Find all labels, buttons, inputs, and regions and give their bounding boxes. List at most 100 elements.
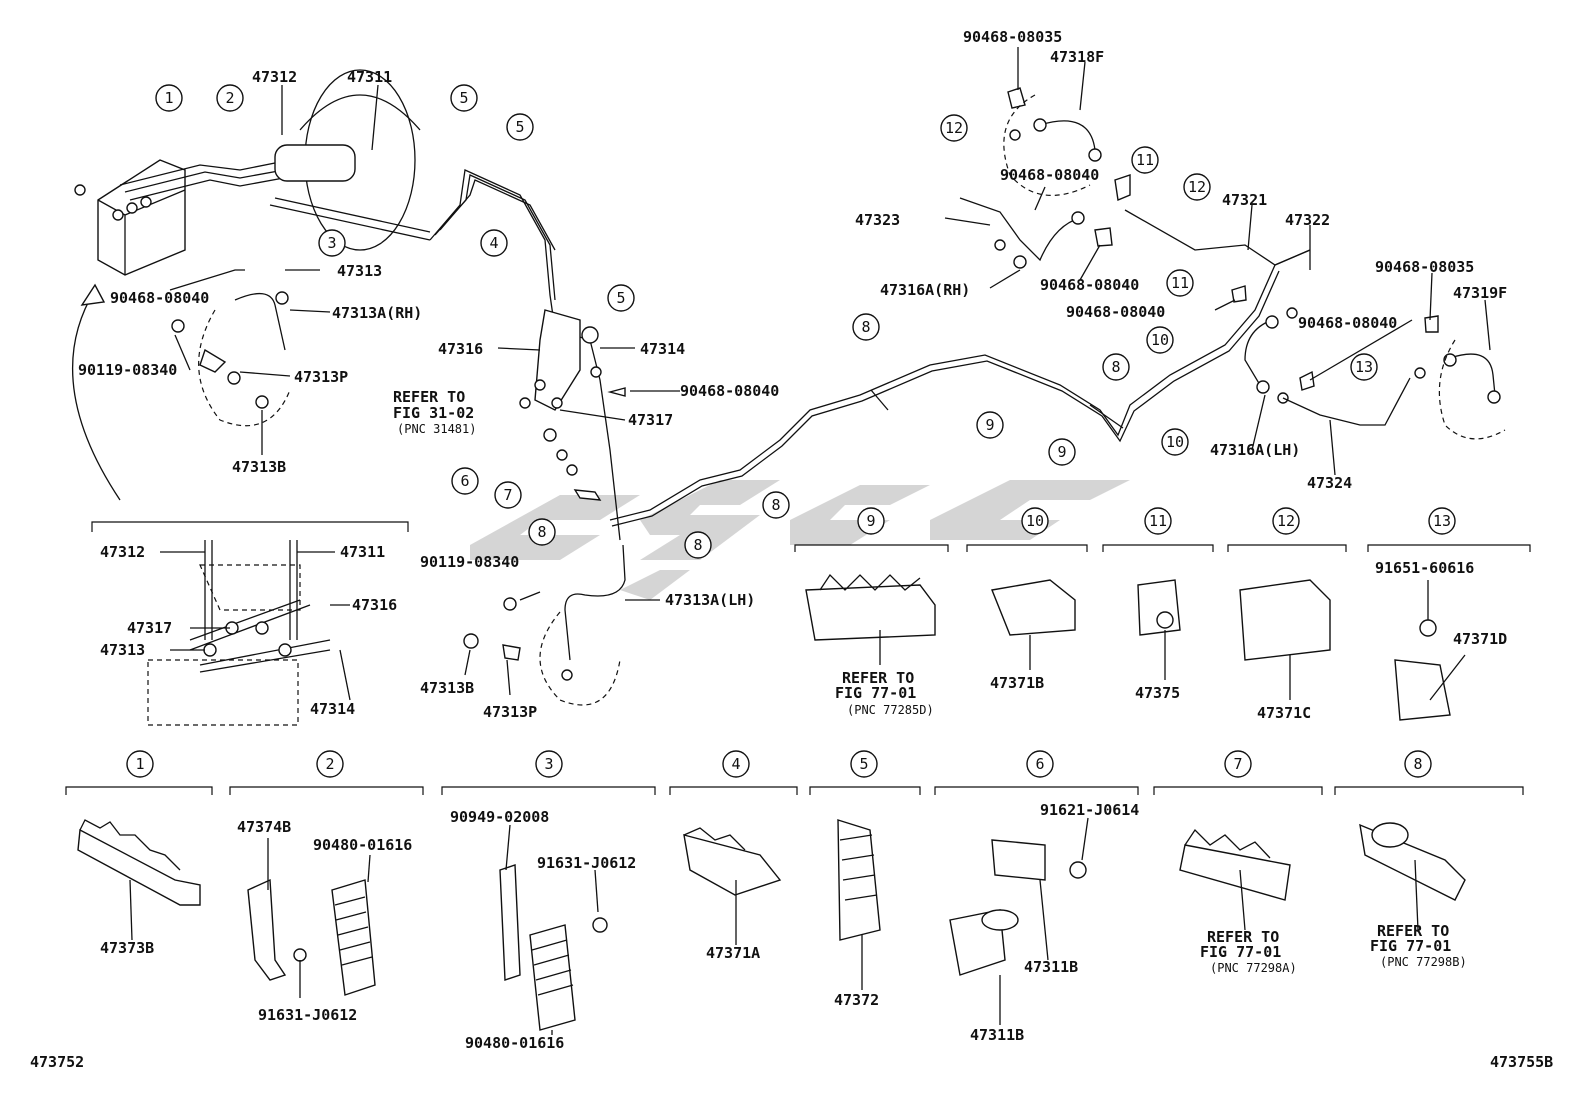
svg-text:8: 8: [693, 536, 702, 554]
part-label: 47313P: [483, 703, 537, 721]
svg-text:10: 10: [1026, 512, 1044, 530]
part-label: 47311B: [970, 1026, 1024, 1044]
svg-text:11: 11: [1149, 512, 1167, 530]
part-label: 90468-08040: [680, 382, 779, 400]
legend-header: 5: [850, 750, 878, 778]
svg-text:4: 4: [489, 234, 498, 252]
legend-header: 1: [126, 750, 154, 778]
callout-marker: 11: [1166, 269, 1194, 297]
callout-marker: 8: [852, 313, 880, 341]
callout-marker: 3: [318, 229, 346, 257]
svg-text:FIG 77-01: FIG 77-01: [835, 684, 916, 702]
part-label: 47313A(LH): [665, 591, 755, 609]
svg-text:9: 9: [866, 512, 875, 530]
svg-text:REFER TO: REFER TO: [842, 669, 914, 687]
legend-header: 9: [857, 507, 885, 535]
part-label: 47311: [340, 543, 385, 561]
callout-marker: 5: [450, 84, 478, 112]
part-label: 47373B: [100, 939, 154, 957]
svg-text:8: 8: [1111, 358, 1120, 376]
part-label: 90468-08040: [110, 289, 209, 307]
bracket-47316: [519, 309, 626, 411]
note-fig-31-02: REFER TO FIG 31-02 (PNC 31481): [393, 388, 476, 436]
svg-text:12: 12: [945, 119, 963, 137]
legend-header: 8: [1404, 750, 1432, 778]
svg-text:5: 5: [515, 118, 524, 136]
footer-right-id: 473755B: [1490, 1053, 1553, 1071]
part-label: 47313B: [232, 458, 286, 476]
svg-text:(PNC 77298B): (PNC 77298B): [1380, 955, 1467, 969]
part-label: 47372: [834, 991, 879, 1009]
legend-header: 3: [535, 750, 563, 778]
part-label: 47318F: [1050, 48, 1104, 66]
callout-marker: 10: [1146, 326, 1174, 354]
svg-text:12: 12: [1277, 512, 1295, 530]
callout-marker: 1: [155, 84, 183, 112]
callout-marker: 8: [528, 518, 556, 546]
callout-marker: 10: [1161, 428, 1189, 456]
rear-hoses: [959, 87, 1506, 440]
part-label: 90468-08040: [1298, 314, 1397, 332]
part-label: 47316: [352, 596, 397, 614]
brake-booster: [269, 69, 431, 251]
part-label: 47323: [855, 211, 900, 229]
legend-header: 4: [722, 750, 750, 778]
part-label: 47374B: [237, 818, 291, 836]
part-label: 47371C: [1257, 704, 1311, 722]
legend-header: 7: [1224, 750, 1252, 778]
callout-marker: 2: [216, 84, 244, 112]
part-label: 90468-08040: [1066, 303, 1165, 321]
part-label: 91621-J0614: [1040, 801, 1139, 819]
svg-text:11: 11: [1171, 274, 1189, 292]
svg-text:REFER TO: REFER TO: [393, 388, 465, 406]
svg-text:6: 6: [1035, 755, 1044, 773]
svg-text:2: 2: [225, 89, 234, 107]
callout-marker: 13: [1350, 353, 1378, 381]
svg-text:(PNC 77285D): (PNC 77285D): [847, 703, 934, 717]
part-labels: 90468-08035 47318F 47312 47311 47323 904…: [78, 28, 1507, 1052]
part-label: 47319F: [1453, 284, 1507, 302]
callout-marker: 9: [1048, 438, 1076, 466]
svg-text:8: 8: [1413, 755, 1422, 773]
callout-marker: 8: [1102, 353, 1130, 381]
part-label: 90119-08340: [420, 553, 519, 571]
callout-marker: 9: [976, 411, 1004, 439]
part-label: 90949-02008: [450, 808, 549, 826]
pipes-lower: [543, 249, 1311, 527]
svg-text:10: 10: [1166, 433, 1184, 451]
flex-hose-lh: [463, 544, 626, 706]
svg-text:11: 11: [1136, 151, 1154, 169]
part-label: 47313B: [420, 679, 474, 697]
svg-text:5: 5: [616, 289, 625, 307]
part-label: 47313: [337, 262, 382, 280]
legend-header: 13: [1428, 507, 1456, 535]
svg-text:5: 5: [859, 755, 868, 773]
svg-text:6: 6: [460, 472, 469, 490]
callout-marker: 4: [480, 229, 508, 257]
leader-lines: [129, 47, 1491, 1035]
part-label: 47371D: [1453, 630, 1507, 648]
legend-header: 2: [316, 750, 344, 778]
part-label: 47375: [1135, 684, 1180, 702]
part-label: 47321: [1222, 191, 1267, 209]
part-label: 47324: [1307, 474, 1352, 492]
callout-marker: 12: [1183, 173, 1211, 201]
svg-text:4: 4: [731, 755, 740, 773]
arrow-head: [80, 283, 106, 306]
svg-text:REFER TO: REFER TO: [1377, 922, 1449, 940]
part-label: 47317: [628, 411, 673, 429]
svg-text:FIG 77-01: FIG 77-01: [1370, 937, 1451, 955]
svg-text:7: 7: [1233, 755, 1242, 773]
footer-left-id: 473752: [30, 1053, 84, 1071]
svg-text:1: 1: [164, 89, 173, 107]
part-label: 47313A(RH): [332, 304, 422, 322]
legend-header: 10: [1021, 507, 1049, 535]
svg-text:FIG 31-02: FIG 31-02: [393, 404, 474, 422]
legend-brackets-row2: [65, 786, 1524, 795]
svg-text:3: 3: [544, 755, 553, 773]
part-label: 91631-J0612: [258, 1006, 357, 1024]
part-label: 90468-08035: [963, 28, 1062, 46]
callout-marker: 11: [1131, 146, 1159, 174]
callout-markers: 1 2 3 4 5 5 5 6 7 8 8 8 8 8 9 9 10 10 11…: [155, 84, 1378, 559]
